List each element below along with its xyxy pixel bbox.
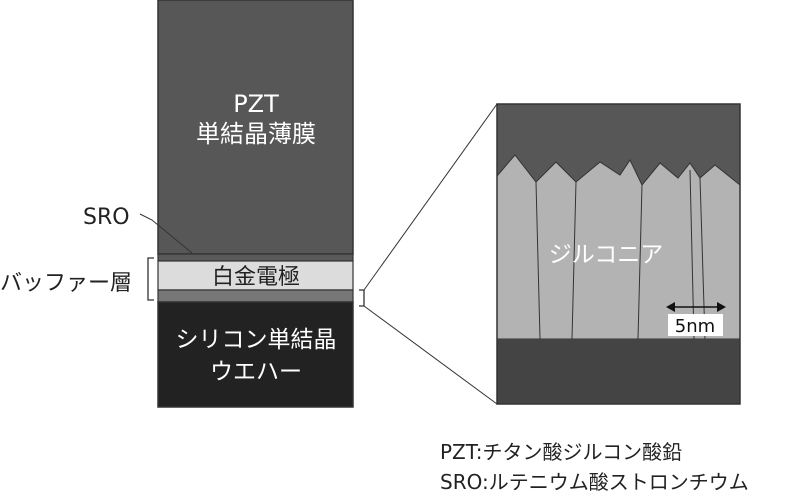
sro-leader-line: [139, 213, 193, 254]
platinum-label: 白金電極: [212, 265, 300, 290]
pzt-layer: [157, 0, 354, 255]
grain-boundary-2: [571, 181, 577, 340]
buffer-label: バッファー層: [0, 271, 132, 296]
grain-boundary-1: [535, 181, 541, 340]
grain-boundary-3: [637, 184, 643, 340]
scale-label-box: [668, 314, 723, 336]
zoom-line-bottom: [363, 305, 498, 405]
zoom-frame: [496, 103, 741, 405]
zoom-silicon-region: [497, 339, 740, 404]
zirconia-label: ジルコニア: [549, 242, 664, 268]
grain-boundary-5: [699, 177, 706, 340]
silicon-label-line1: シリコン単結晶: [176, 327, 337, 353]
silicon-label-line2: ウエハー: [210, 359, 302, 385]
layer-stack: PZT 単結晶薄膜 白金電極 シリコン単結晶 ウエハー: [157, 0, 354, 408]
scale-label: 5nm: [675, 316, 715, 337]
zoom-detail: ジルコニア 5nm: [496, 103, 741, 405]
pzt-label-line2: 単結晶薄膜: [196, 120, 316, 148]
scale-arrow-left-head: [666, 302, 675, 312]
zoom-bracket: [359, 289, 365, 307]
platinum-layer: [157, 260, 354, 291]
zirconia-layer: [157, 289, 354, 303]
buffer-bracket-left: [147, 257, 154, 301]
scale-arrow-right-head: [717, 302, 726, 312]
zoom-line-top: [363, 103, 498, 291]
sro-label: SRO: [83, 205, 130, 230]
legend-pzt: PZT:チタン酸ジルコン酸鉛: [440, 440, 683, 464]
silicon-wafer: [157, 301, 354, 408]
grain-boundary-4: [689, 169, 695, 340]
legend-sro: SRO:ルテニウム酸ストロンチウム: [440, 470, 749, 494]
sro-layer: [157, 253, 354, 262]
pzt-label-line1: PZT: [233, 90, 279, 118]
